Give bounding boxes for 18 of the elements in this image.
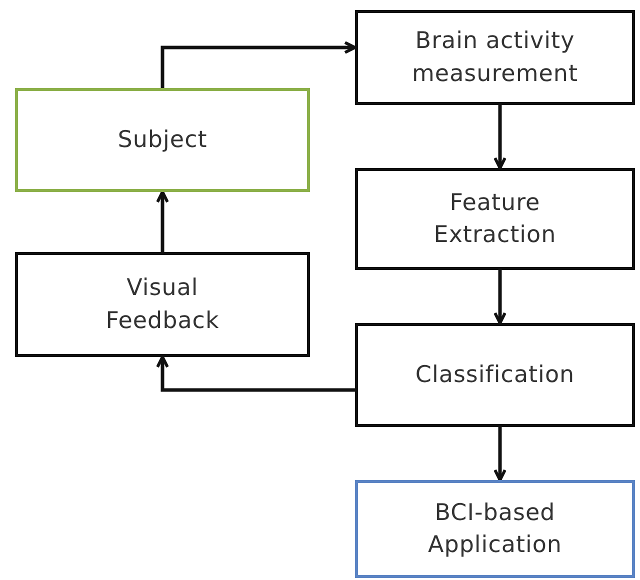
box-label: BCI-based Application (426, 498, 563, 560)
arrow (156, 190, 169, 252)
arrow (156, 356, 355, 392)
process-box (15, 88, 310, 192)
box-label: Brain activity measurement (411, 27, 579, 88)
process-box (355, 323, 635, 427)
process-box (355, 480, 635, 578)
process-box (355, 10, 635, 105)
arrow (494, 427, 506, 482)
process-box (355, 168, 635, 270)
box-label: Subject (118, 126, 208, 155)
process-box (15, 252, 310, 357)
arrow (494, 270, 506, 324)
arrow (160, 41, 356, 88)
box-label: Classification (415, 360, 575, 390)
arrow (494, 105, 506, 170)
box-label: Feature Extraction (432, 188, 558, 250)
box-label: Visual Feedback (104, 274, 220, 336)
